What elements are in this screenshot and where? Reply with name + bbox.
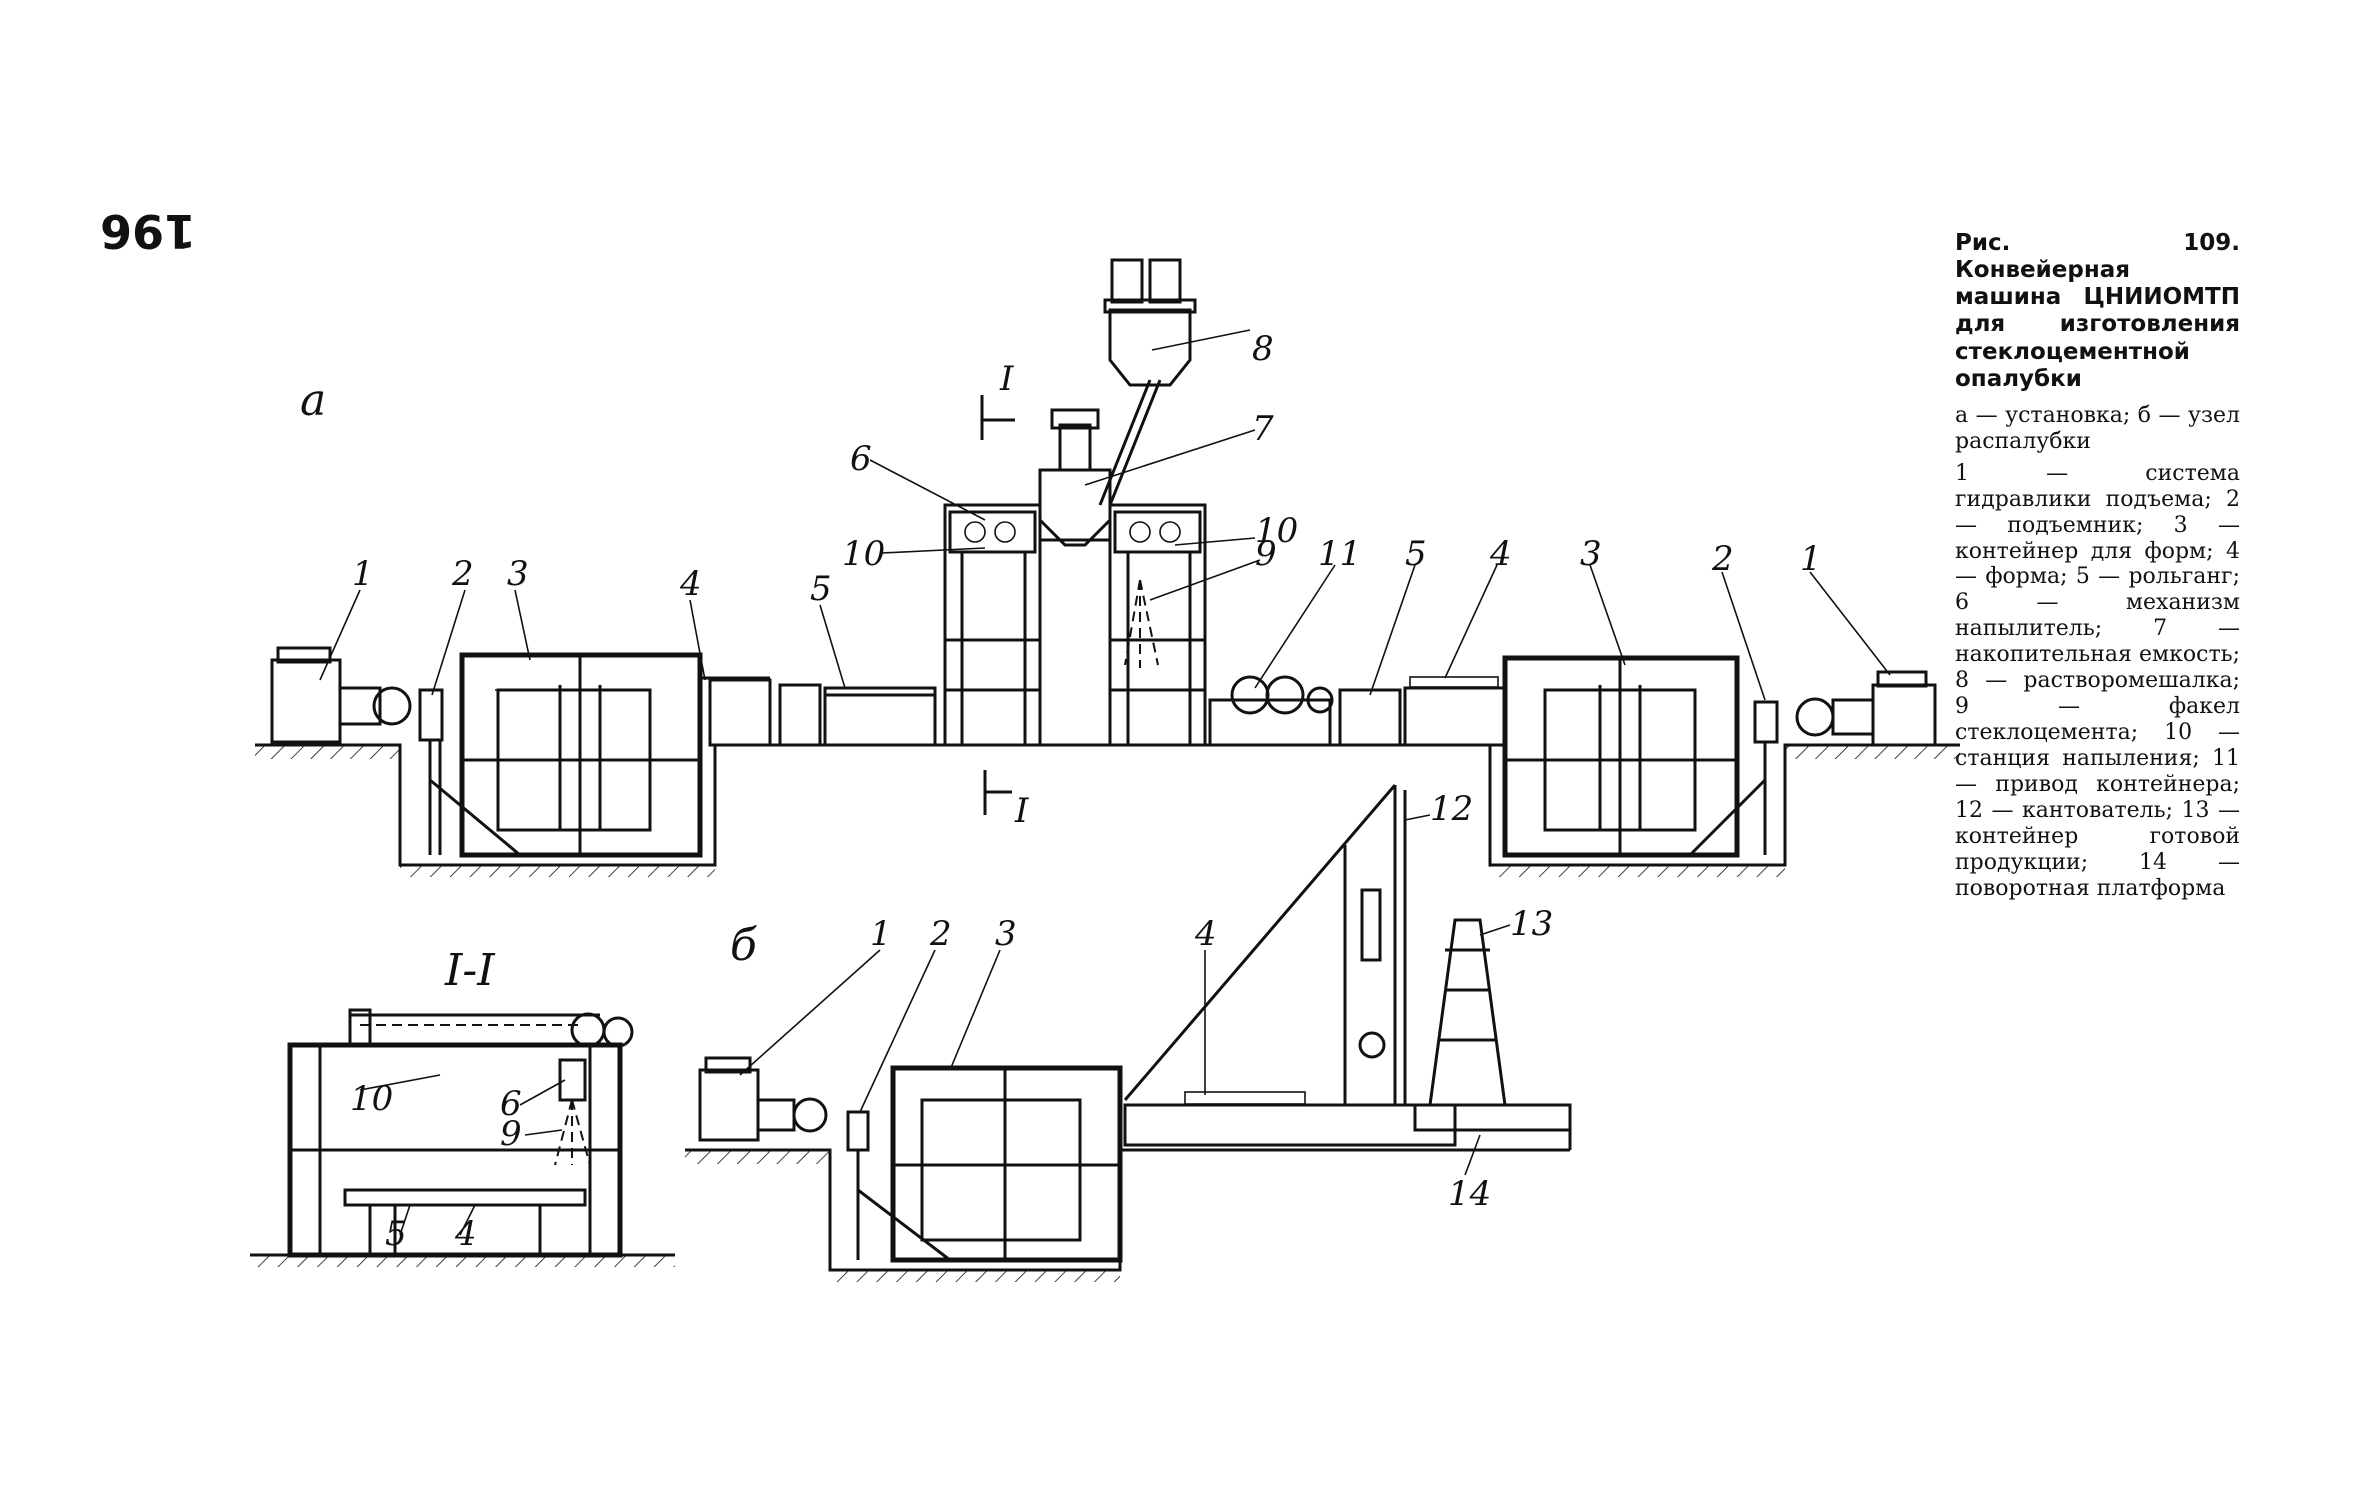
- callout-a-8: 8: [1252, 329, 1274, 369]
- section-title: I-I: [444, 945, 496, 996]
- hydraulic-unit-right: [1871, 683, 1937, 747]
- turntable-platform: [1123, 1103, 1457, 1147]
- caption-legend: 1 — система гидравлики подъема; 2 — подъ…: [1955, 460, 2240, 901]
- motor-right: [1795, 697, 1835, 737]
- mortar-mixer: [1108, 308, 1192, 387]
- roller-conveyor-right: [1403, 686, 1507, 747]
- tilter: [1360, 888, 1382, 962]
- callout-b-12: 12: [1430, 789, 1473, 829]
- section-i-i: I-I 10 6 9 5 4: [250, 945, 675, 1267]
- callout-sec-9: 9: [500, 1114, 522, 1154]
- callout-a-4-right: 4: [1489, 534, 1512, 574]
- view-a-installation: а: [255, 258, 1960, 877]
- callout-b-2: 2: [929, 914, 952, 954]
- callout-a-5-right: 5: [1405, 534, 1427, 574]
- page-number: 196: [100, 204, 196, 258]
- lift-right: [1753, 700, 1779, 744]
- callout-b-1: 1: [870, 914, 892, 954]
- motor-left: [372, 686, 412, 726]
- callout-a-3-right: 3: [1580, 534, 1602, 574]
- caption-title: Рис. 109. Конвейерная машина ЦНИИОМТП дл…: [1955, 230, 2240, 392]
- callout-sec-5: 5: [385, 1214, 407, 1254]
- callout-a-5: 5: [810, 569, 832, 609]
- callout-a-2: 2: [451, 554, 474, 594]
- pit-hatch-right: [1490, 865, 1785, 877]
- lift-left: [418, 688, 444, 742]
- view-b-demolding: б: [685, 784, 1572, 1282]
- glass-cement-spray: [1124, 579, 1159, 668]
- callout-a-4: 4: [679, 564, 702, 604]
- spray-station-right: [1108, 503, 1207, 747]
- figure-caption: Рис. 109. Конвейерная машина ЦНИИОМТП дл…: [1955, 230, 2240, 902]
- callout-sec-6: 6: [500, 1084, 522, 1124]
- form-right: [1409, 676, 1499, 688]
- callout-b-13: 13: [1510, 904, 1553, 944]
- section-form: [343, 1188, 587, 1207]
- view-label-a: а: [300, 375, 326, 426]
- leaders-a: [319, 329, 1891, 701]
- callout-a-11: 11: [1318, 534, 1361, 574]
- hydraulic-unit-left: [270, 658, 342, 744]
- ground-hatch-right: [1785, 745, 1960, 759]
- callout-a-1-right: 1: [1800, 539, 1822, 579]
- callout-a-10-left: 10: [842, 534, 885, 574]
- callout-b-4: 4: [1194, 914, 1217, 954]
- caption-subtitle: а — установка; б — узел распалубки: [1955, 402, 2240, 454]
- callout-sec-4: 4: [454, 1214, 477, 1254]
- container-drive: [1208, 698, 1332, 747]
- section-mark-bottom: I: [1014, 791, 1029, 831]
- product-container: [1428, 918, 1507, 1107]
- callout-a-1: 1: [352, 554, 374, 594]
- section-conveyor: [368, 1203, 542, 1257]
- callout-b-14: 14: [1448, 1174, 1491, 1214]
- form-b: [1184, 1091, 1306, 1105]
- view-label-b: б: [730, 920, 757, 971]
- ground-hatch-left: [255, 745, 400, 759]
- callout-a-2-right: 2: [1711, 539, 1734, 579]
- section-mark-top: I: [999, 359, 1014, 399]
- callout-a-6: 6: [850, 439, 872, 479]
- callout-a-9: 9: [1255, 534, 1277, 574]
- callout-a-7: 7: [1252, 409, 1274, 449]
- callout-a-3: 3: [507, 554, 529, 594]
- storage-tank: [1038, 468, 1112, 547]
- callout-sec-10: 10: [350, 1079, 393, 1119]
- callout-b-3: 3: [995, 914, 1017, 954]
- pit-hatch-left: [400, 865, 715, 877]
- roller-conveyor-left: [823, 686, 937, 747]
- callout-a-10-right: 10: [1255, 511, 1298, 551]
